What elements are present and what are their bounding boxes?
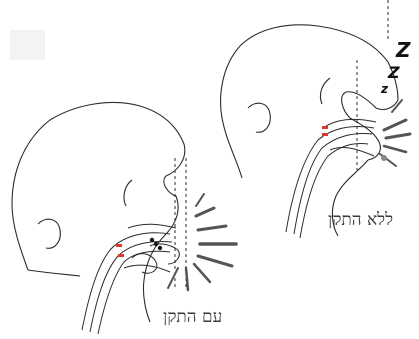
airway-markers bbox=[116, 244, 124, 257]
snore-z: Z bbox=[388, 63, 400, 82]
snore-z: z bbox=[381, 82, 388, 96]
airway-markers bbox=[322, 126, 328, 136]
label-with-device: עם התקן bbox=[163, 309, 222, 326]
head-without-device bbox=[221, 25, 398, 236]
head-with-device bbox=[12, 102, 185, 322]
snore-z: Z bbox=[396, 38, 411, 62]
label-without-device: ללא התקן bbox=[328, 212, 393, 229]
snore-symbol: Z Z z bbox=[378, 38, 412, 100]
